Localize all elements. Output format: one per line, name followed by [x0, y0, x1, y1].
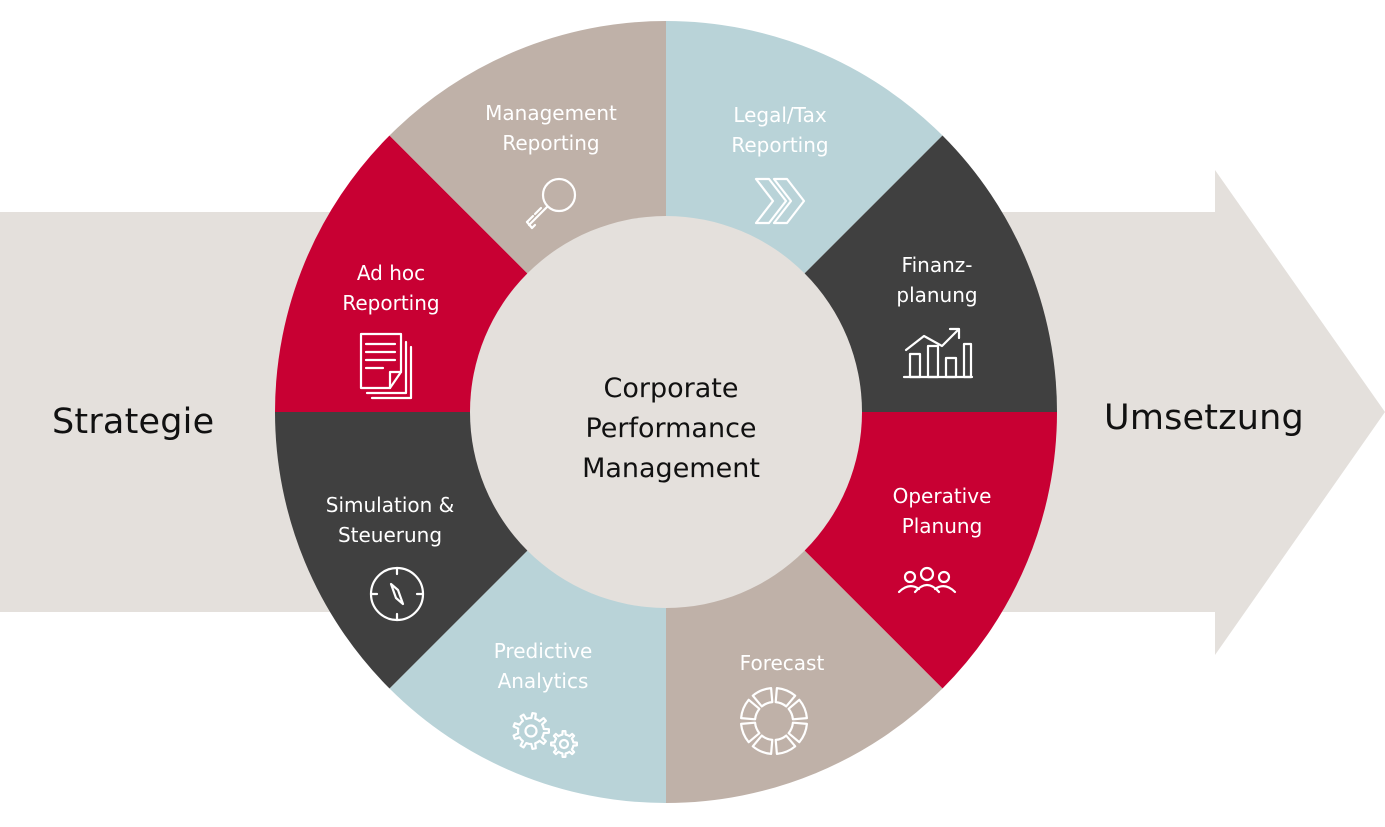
strategy-label: Strategie — [52, 402, 215, 442]
forecast-icon-segment — [774, 734, 797, 755]
center-title: Corporate Performance Management — [521, 369, 821, 489]
segment-label-line-1: Operative — [892, 484, 992, 508]
segment-label-line-1: Simulation & — [325, 493, 455, 517]
forecast-icon-segment — [787, 721, 808, 744]
segment-label-line-2: Reporting — [342, 291, 440, 315]
segment-label-line-1: Finanz- — [901, 253, 973, 277]
forecast-icon-segment — [787, 698, 808, 721]
segment-label-line-2: Reporting — [731, 133, 829, 157]
forecast-icon-segment — [751, 687, 774, 708]
segment-label-line-1: Predictive — [493, 639, 593, 663]
forecast-icon-segment — [740, 721, 761, 744]
segment-label-predictive-analytics: Predictive Analytics — [438, 636, 648, 696]
segment-label-adhoc-reporting: Ad hoc Reporting — [286, 258, 496, 318]
magnifier-icon — [525, 177, 577, 230]
segment-label-simulation-steuerung: Simulation & Steuerung — [285, 490, 495, 550]
compass-icon — [369, 566, 425, 622]
segment-label-line-1: Forecast — [739, 651, 825, 675]
center-title-line-2: Performance — [585, 413, 757, 444]
segment-label-line-2: planung — [896, 283, 978, 307]
center-circle — [470, 216, 862, 608]
segment-label-line-2: Analytics — [497, 669, 589, 693]
segment-label-line-1: Legal/Tax — [733, 103, 827, 127]
segment-label-operative-planung: Operative Planung — [837, 481, 1047, 541]
segment-label-line-1: Management — [485, 101, 617, 125]
segment-label-line-2: Steuerung — [337, 523, 443, 547]
segment-label-line-2: Planung — [901, 514, 983, 538]
center-title-line-3: Management — [582, 453, 760, 484]
gears-icon — [512, 712, 578, 758]
segment-label-line-1: Ad hoc — [356, 261, 426, 285]
segment-label-finanzplanung: Finanz- planung — [832, 250, 1042, 310]
documents-icon — [359, 332, 413, 400]
center-title-line-1: Corporate — [603, 373, 739, 404]
forecast-icon-segment — [774, 687, 797, 708]
chevrons-right-icon — [754, 177, 806, 225]
segment-label-management-reporting: Management Reporting — [446, 98, 656, 158]
forecast-icon-segment — [751, 734, 774, 755]
segment-label-forecast: Forecast — [677, 648, 887, 678]
circular-segments-icon — [740, 687, 808, 755]
forecast-icon-segment — [740, 698, 761, 721]
segment-label-line-2: Reporting — [502, 131, 600, 155]
bar-chart-up-icon — [902, 327, 974, 379]
implementation-label: Umsetzung — [1104, 398, 1304, 438]
segment-label-legal-tax-reporting: Legal/Tax Reporting — [675, 100, 885, 160]
people-group-icon — [897, 566, 957, 594]
